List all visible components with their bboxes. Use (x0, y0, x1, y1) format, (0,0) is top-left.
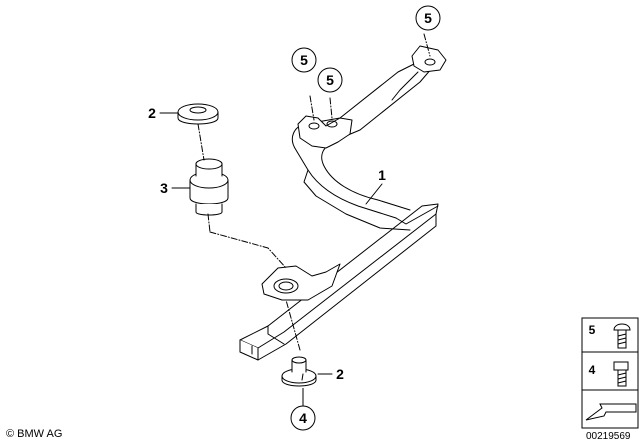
leader-lines (159, 112, 383, 381)
callout-circle-top-mid (317, 67, 343, 93)
legend-screw-4-icon (613, 361, 629, 387)
callout-circle-top-right (415, 5, 441, 31)
callout-3: 3 (160, 180, 168, 196)
callout-2-top: 2 (148, 105, 156, 121)
guide-lines (197, 33, 431, 351)
callout-circle-top-left (291, 47, 317, 73)
copyright-text: © BMW AG (6, 428, 63, 440)
callout-1: 1 (378, 167, 386, 183)
diagram-reference-number: 00219569 (586, 431, 631, 442)
callout-5-top-left: 5 (300, 52, 308, 68)
bottom-fastener-part (281, 356, 317, 387)
arrow-icon (585, 403, 637, 421)
washer-top-part (177, 103, 219, 125)
legend-label-4: 4 (589, 363, 596, 377)
callout-4-bottom: 4 (299, 410, 307, 426)
legend-label-5: 5 (589, 323, 596, 337)
callout-5-top-right: 5 (424, 10, 432, 26)
legend-screw-5-icon (613, 323, 631, 349)
rubber-mount-part (189, 158, 229, 216)
callout-5-top-mid: 5 (326, 72, 334, 88)
callout-2-bottom: 2 (336, 366, 344, 382)
bracket-part (239, 45, 447, 361)
